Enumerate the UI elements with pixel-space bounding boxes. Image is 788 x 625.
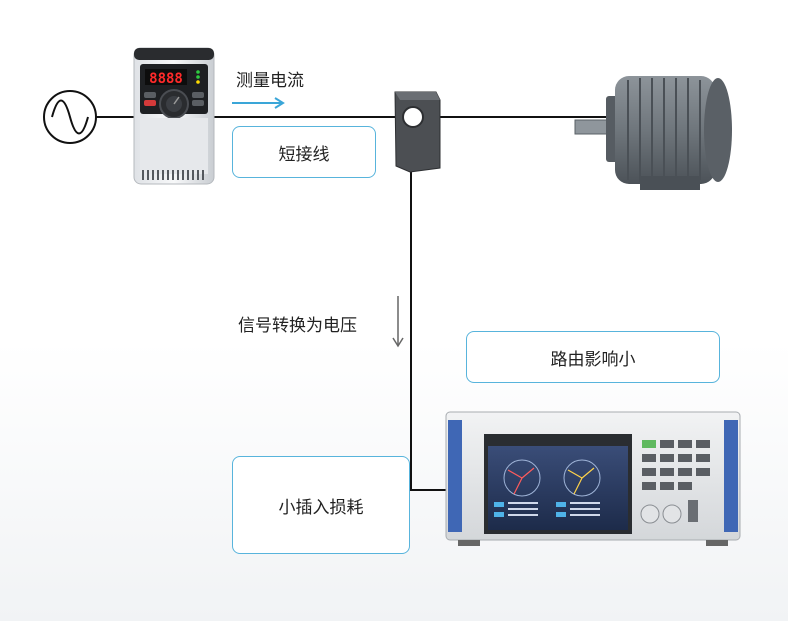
signal-direction-arrow <box>392 296 404 348</box>
power-analyzer-icon <box>445 411 741 546</box>
signal-to-voltage-label: 信号转换为电压 <box>238 316 357 336</box>
wires <box>96 116 610 491</box>
current-sensor-icon <box>394 91 441 173</box>
ac-source-icon <box>43 90 97 144</box>
measure-current-label: 测量电流 <box>236 71 304 91</box>
low-insertion-loss-box: 小插入损耗 <box>232 456 410 554</box>
inverter-display: 8888 <box>149 71 183 87</box>
short-wire-box: 短接线 <box>232 126 376 178</box>
little-route-effect-box: 路由影响小 <box>466 331 720 383</box>
inverter-icon: 8888 <box>133 47 215 185</box>
current-direction-arrow <box>232 97 285 109</box>
motor-icon <box>574 76 732 190</box>
